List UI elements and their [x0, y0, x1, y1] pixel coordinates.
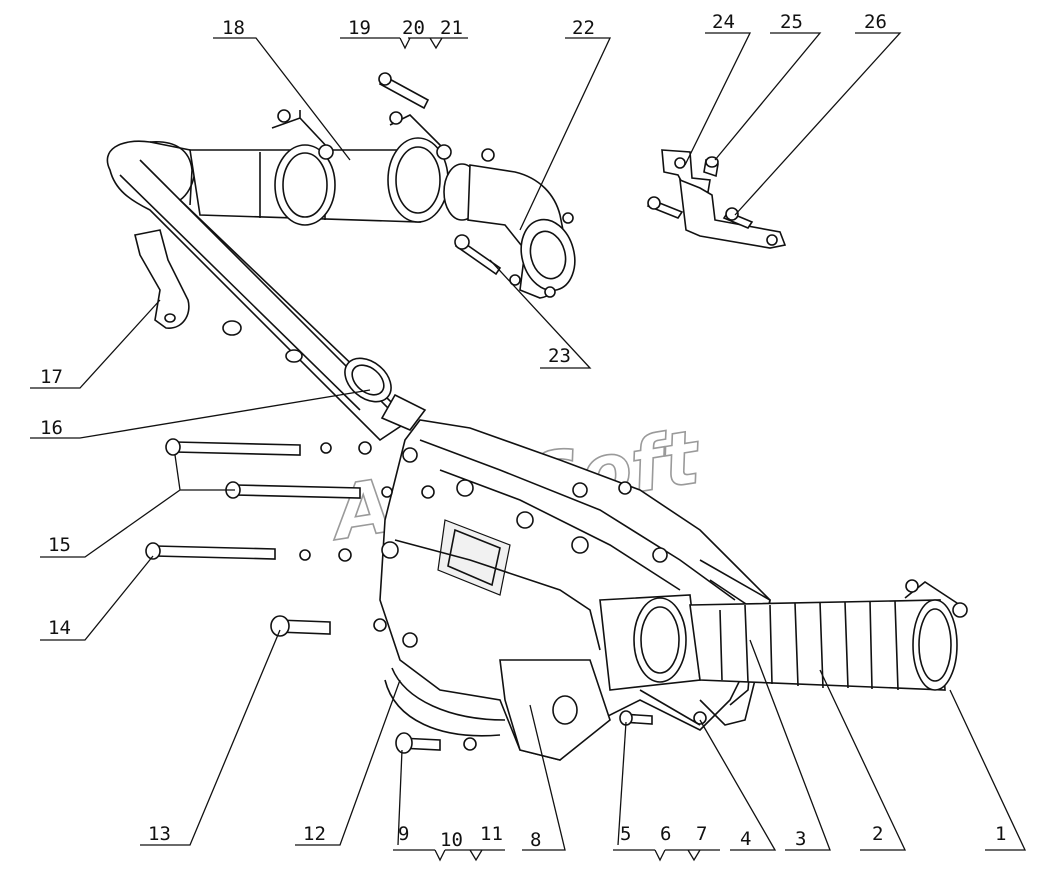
leader-lines — [30, 32, 1027, 862]
callout-23: 23 — [548, 345, 571, 367]
callout-1: 1 — [995, 823, 1006, 845]
callout-2: 2 — [872, 823, 883, 845]
callout-17: 17 — [40, 366, 63, 388]
callout-26: 26 — [864, 11, 887, 33]
callout-14: 14 — [48, 617, 71, 639]
cooler-body — [379, 419, 771, 761]
callout-16: 16 — [40, 417, 63, 439]
callout-22: 22 — [572, 17, 595, 39]
callout-12: 12 — [303, 823, 326, 845]
callout-20: 20 — [402, 17, 425, 39]
callout-3: 3 — [795, 828, 806, 850]
callout-9: 9 — [398, 823, 409, 845]
callout-11: 11 — [480, 823, 503, 845]
callout-7: 7 — [696, 823, 707, 845]
callout-6: 6 — [660, 823, 671, 845]
callout-25: 25 — [780, 11, 803, 33]
callout-21: 21 — [440, 17, 463, 39]
flex-pipe-2 — [689, 579, 968, 691]
callout-8: 8 — [530, 829, 541, 851]
callout-15: 15 — [48, 534, 71, 556]
long-pipe-17 — [106, 140, 427, 442]
callout-10: 10 — [440, 829, 463, 851]
callout-24: 24 — [712, 11, 735, 33]
bracket-24 — [646, 149, 787, 249]
parts-drawing — [106, 72, 968, 761]
callout-labels: 18 19 20 21 22 24 25 26 23 17 16 15 14 1… — [40, 11, 1006, 851]
callout-19: 19 — [348, 17, 371, 39]
callout-4: 4 — [740, 828, 751, 850]
callout-13: 13 — [148, 823, 171, 845]
callout-18: 18 — [222, 17, 245, 39]
callout-5: 5 — [620, 823, 631, 845]
upper-pipe-18 — [189, 72, 576, 299]
